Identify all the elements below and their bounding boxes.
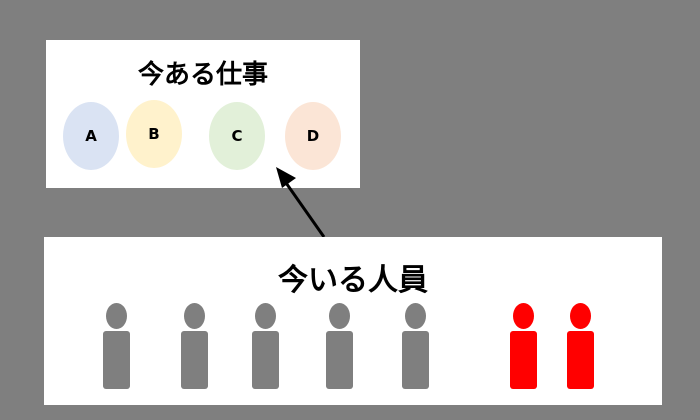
arrow-head-icon [276, 167, 296, 188]
person-body [567, 331, 594, 389]
person-body [181, 331, 208, 389]
person-head [184, 303, 205, 329]
person-head [570, 303, 591, 329]
person-head [255, 303, 276, 329]
person-body [103, 331, 130, 389]
person-icon [181, 303, 208, 389]
current-staff-panel: 今いる人員 [44, 237, 662, 405]
job-c: C [209, 102, 265, 170]
person-icon [326, 303, 353, 389]
person-body [252, 331, 279, 389]
person-head [405, 303, 426, 329]
job-d: D [285, 102, 341, 170]
job-b: B [126, 100, 182, 168]
person-icon [510, 303, 537, 389]
person-icon [252, 303, 279, 389]
person-body [510, 331, 537, 389]
person-icon [567, 303, 594, 389]
current-jobs-title: 今ある仕事 [137, 60, 268, 90]
job-a: A [63, 102, 119, 170]
person-head [106, 303, 127, 329]
person-body [402, 331, 429, 389]
person-icon [402, 303, 429, 389]
person-head [329, 303, 350, 329]
person-icon [103, 303, 130, 389]
person-body [326, 331, 353, 389]
current-jobs-panel: 今ある仕事 A B C D [46, 40, 360, 188]
person-head [513, 303, 534, 329]
current-staff-title: 今いる人員 [278, 263, 428, 298]
